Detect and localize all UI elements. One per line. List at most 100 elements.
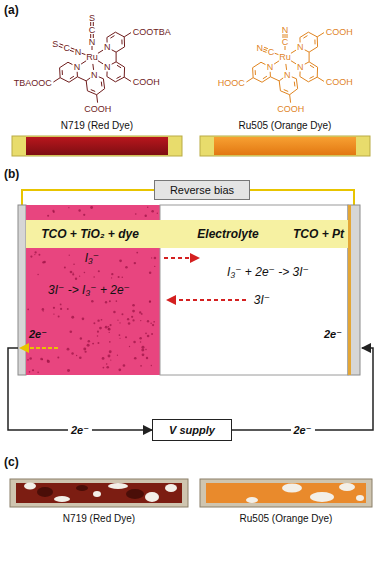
particle-dot bbox=[29, 357, 31, 359]
electron-label: 2e⁻ bbox=[324, 329, 342, 340]
chemical-bond bbox=[299, 37, 300, 42]
chemical-bond bbox=[317, 77, 324, 81]
chemical-bond bbox=[53, 78, 60, 82]
degraded-red-film bbox=[16, 483, 182, 503]
reaction-text: I₃⁻ + 2e⁻ -> 3I⁻ bbox=[227, 266, 309, 278]
particle-dot bbox=[129, 346, 130, 347]
chemical-bond bbox=[70, 50, 74, 51]
particle-dot bbox=[75, 278, 77, 280]
dye-name: N719 (Red Dye) bbox=[63, 514, 135, 524]
particle-dot bbox=[73, 263, 75, 265]
particle-dot bbox=[123, 364, 126, 367]
particle-dot bbox=[117, 355, 118, 356]
chemical-bond bbox=[77, 77, 86, 81]
chemical-bond bbox=[308, 32, 317, 37]
panel-letter: (c) bbox=[4, 456, 19, 468]
particle-dot bbox=[108, 328, 110, 330]
atom-label: N bbox=[91, 70, 98, 79]
chemical-bond bbox=[299, 72, 300, 77]
atom-label: N bbox=[297, 43, 304, 52]
chemical-bond bbox=[284, 90, 288, 92]
particle-dot bbox=[34, 254, 35, 255]
particle-dot bbox=[119, 338, 120, 339]
atom-label: C bbox=[89, 26, 96, 35]
particle-dot bbox=[128, 322, 131, 325]
circuit-wire bbox=[232, 348, 373, 430]
particle-dot bbox=[157, 213, 158, 214]
particle-dot bbox=[139, 311, 141, 313]
chemical-bond bbox=[291, 50, 296, 53]
chemical-bond bbox=[101, 82, 103, 87]
chemical-bond bbox=[279, 78, 283, 81]
chemical-bond bbox=[117, 65, 121, 68]
atom-label: C bbox=[268, 47, 275, 56]
chemical-bond bbox=[60, 78, 69, 83]
particle-dot bbox=[53, 313, 54, 314]
chemical-bond bbox=[290, 89, 298, 95]
chemical-bond bbox=[279, 81, 280, 91]
particle-dot bbox=[42, 261, 44, 263]
platinum-layer bbox=[348, 205, 351, 375]
chemical-bond bbox=[62, 70, 63, 75]
chemical-bond bbox=[60, 44, 64, 45]
particle-dot bbox=[92, 343, 94, 345]
particle-dot bbox=[141, 346, 144, 349]
particle-dot bbox=[134, 262, 136, 264]
reaction-text: I₃⁻ bbox=[85, 252, 99, 264]
particle-dot bbox=[119, 322, 120, 323]
chemical-bond bbox=[117, 76, 121, 78]
chemical-bond bbox=[264, 47, 268, 48]
chemical-bond bbox=[91, 90, 95, 92]
particle-dot bbox=[108, 328, 111, 331]
particle-dot bbox=[72, 272, 73, 273]
chemical-bond bbox=[310, 76, 314, 78]
ion-flow-arrow bbox=[164, 257, 198, 259]
tio2-particles bbox=[27, 206, 158, 373]
particle-dot bbox=[88, 340, 91, 343]
chemical-bond bbox=[270, 72, 271, 77]
substituent-label: COOH bbox=[84, 105, 111, 114]
chemical-bond bbox=[303, 36, 307, 39]
atom-label: S bbox=[89, 14, 95, 23]
atom-label: N bbox=[74, 62, 81, 71]
chemical-bond bbox=[106, 37, 107, 42]
particle-dot bbox=[67, 308, 69, 310]
particle-dot bbox=[79, 275, 80, 276]
chemical-bond bbox=[300, 77, 308, 82]
particle-dot bbox=[113, 311, 116, 314]
dye-name: Ru505 (Orange Dye) bbox=[239, 121, 332, 131]
particle-dot bbox=[140, 320, 141, 321]
chemical-bond bbox=[112, 62, 116, 64]
chemical-bond bbox=[92, 64, 94, 70]
particle-dot bbox=[67, 348, 70, 351]
chemical-bond bbox=[115, 77, 124, 82]
particle-dot bbox=[154, 257, 157, 260]
particle-dot bbox=[97, 335, 99, 337]
chemical-bond bbox=[106, 72, 107, 77]
reaction-text: 3I⁻ bbox=[254, 294, 270, 306]
particle-dot bbox=[109, 300, 111, 302]
chemical-bond bbox=[308, 77, 317, 82]
chemical-bond bbox=[81, 61, 86, 64]
particle-dot bbox=[99, 327, 102, 330]
particle-dot bbox=[108, 326, 109, 327]
atom-label: N bbox=[297, 62, 304, 71]
chemical-bond bbox=[270, 77, 279, 81]
particle-dot bbox=[109, 332, 110, 333]
chemical-bond bbox=[69, 77, 77, 82]
chemical-bond bbox=[103, 79, 104, 89]
atom-label: N bbox=[89, 38, 96, 47]
particle-dot bbox=[131, 316, 133, 318]
particle-dot bbox=[134, 357, 137, 360]
particle-dot bbox=[116, 300, 118, 302]
chemical-bond bbox=[116, 52, 117, 62]
chemical-bond bbox=[261, 62, 265, 64]
bleached-patches bbox=[24, 483, 177, 503]
chemical-bond bbox=[107, 77, 115, 82]
chemical-bond bbox=[314, 40, 315, 45]
particle-dot bbox=[68, 207, 69, 208]
particle-dot bbox=[109, 350, 112, 353]
particle-dot bbox=[140, 341, 142, 343]
particle-dot bbox=[151, 365, 152, 366]
